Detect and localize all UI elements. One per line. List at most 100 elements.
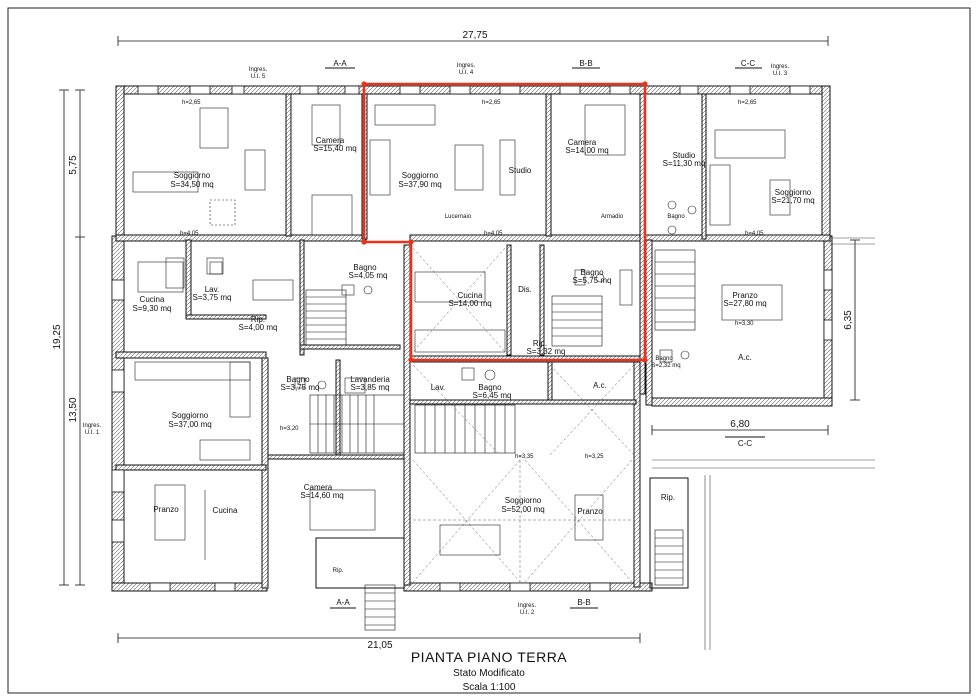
- svg-text:Ingres.: Ingres.: [518, 603, 537, 609]
- room-pranzo-3: Pranzo: [577, 507, 603, 516]
- room-camera-1: Camera: [316, 136, 345, 145]
- room-rip-1: Rip.: [251, 315, 265, 324]
- room-rip-2: Rip.: [533, 339, 547, 348]
- dim-left-lower: 13,50: [68, 397, 79, 422]
- svg-text:Ingres.: Ingres.: [457, 63, 476, 69]
- room-lavanderia: Lavanderia: [350, 375, 390, 384]
- svg-text:S=2,32 mq: S=2,32 mq: [651, 363, 680, 369]
- svg-text:S=9,30 mq: S=9,30 mq: [133, 304, 172, 313]
- room-bagno-small: Bagno: [667, 214, 685, 220]
- svg-text:S=4,05 mq: S=4,05 mq: [349, 271, 388, 280]
- svg-text:U.I. 3: U.I. 3: [773, 71, 788, 77]
- room-ac-1: A.c.: [738, 353, 752, 362]
- room-soggiorno-4: Soggiorno: [172, 411, 209, 420]
- room-bagno-4: Bagno: [286, 375, 310, 384]
- fixtures: [209, 200, 697, 394]
- room-lav-2: Lav.: [431, 383, 446, 392]
- sheet-border: [7, 7, 971, 694]
- height-labels: h=2,65 h=2,65 h=2,65 h=4,05 h=4,05 h=4,0…: [180, 100, 764, 460]
- svg-text:h=4,05: h=4,05: [484, 231, 503, 237]
- room-soggiorno-1: Soggiorno: [174, 171, 211, 180]
- svg-text:S=4,00 mq: S=4,00 mq: [239, 323, 278, 332]
- svg-text:S=5,75 mq: S=5,75 mq: [573, 276, 612, 285]
- svg-text:h=2,65: h=2,65: [738, 100, 757, 106]
- vault-lines: [412, 247, 635, 583]
- room-lav-1: Lav.: [205, 285, 220, 294]
- section-aa-bottom: A-A: [336, 598, 350, 607]
- room-pranzo-1: Pranzo: [732, 291, 758, 300]
- dim-bottom-width: 21,05: [367, 640, 392, 651]
- room-rip-3: Rip.: [661, 493, 675, 502]
- svg-text:S=11,30 mq: S=11,30 mq: [663, 159, 706, 168]
- svg-text:U.I. 4: U.I. 4: [459, 70, 474, 76]
- svg-text:h=3,30: h=3,30: [735, 321, 754, 327]
- svg-text:h=2,65: h=2,65: [482, 100, 501, 106]
- dimension-lines: [59, 36, 860, 643]
- svg-text:S=6,45 mq: S=6,45 mq: [473, 391, 512, 400]
- svg-text:S=3,85 mq: S=3,85 mq: [351, 383, 390, 392]
- room-bagno-3: Bagno: [655, 356, 673, 362]
- dim-left-height: 19,25: [52, 324, 63, 349]
- svg-text:Ingres.: Ingres.: [83, 423, 102, 429]
- room-bagno-5: Bagno: [478, 383, 502, 392]
- room-dis: Dis.: [518, 285, 532, 294]
- room-armadio: Armadio: [601, 214, 624, 220]
- room-lucernaio: Lucernaio: [445, 214, 472, 220]
- room-pranzo-2: Pranzo: [153, 505, 179, 514]
- svg-text:S=37,00 mq: S=37,00 mq: [168, 420, 211, 429]
- stairs: [305, 249, 696, 631]
- room-bagno-1: Bagno: [353, 263, 377, 272]
- section-cc-top: C-C: [741, 59, 755, 68]
- svg-text:S=21,70 mq: S=21,70 mq: [771, 196, 814, 205]
- svg-text:h=3,35: h=3,35: [515, 454, 534, 460]
- svg-text:U.I. 5: U.I. 5: [251, 74, 266, 80]
- svg-text:Ingres.: Ingres.: [249, 67, 268, 73]
- room-cucina-2: Cucina: [458, 291, 483, 300]
- site-lines: [652, 237, 875, 650]
- svg-text:U.I. 1: U.I. 1: [85, 430, 100, 436]
- entrance-labels: Ingres. U.I. 5 Ingres. U.I. 4 Ingres. U.…: [83, 63, 790, 616]
- svg-text:U.I. 2: U.I. 2: [520, 610, 535, 616]
- svg-text:S=37,90 mq: S=37,90 mq: [398, 180, 441, 189]
- dim-right-height: 6,35: [843, 310, 854, 330]
- dim-cc-width: 6,80: [730, 419, 750, 430]
- svg-text:h=4,05: h=4,05: [180, 231, 199, 237]
- svg-text:h=4,05: h=4,05: [745, 231, 764, 237]
- room-soggiorno-2: Soggiorno: [402, 171, 439, 180]
- svg-text:S=3,32 mq: S=3,32 mq: [527, 347, 566, 356]
- room-labels: Soggiorno S=34,50 mq Camera S=15,40 mq S…: [133, 136, 815, 574]
- drawing-scale: Scala 1:100: [462, 682, 516, 693]
- svg-text:S=15,40 mq: S=15,40 mq: [313, 144, 356, 153]
- svg-text:S=27,80 mq: S=27,80 mq: [723, 299, 766, 308]
- section-markers: [325, 67, 765, 609]
- section-cc-right: C-C: [738, 439, 752, 448]
- svg-text:Ingres.: Ingres.: [771, 64, 790, 70]
- room-bagno-2: Bagno: [580, 268, 604, 277]
- windows: [111, 85, 833, 592]
- room-soggiorno-3: Soggiorno: [775, 188, 812, 197]
- svg-text:S=14,60 mq: S=14,60 mq: [300, 491, 343, 500]
- drawing-subtitle: Stato Modificato: [453, 668, 525, 679]
- svg-text:S=14,00 mq: S=14,00 mq: [448, 299, 491, 308]
- room-soggiorno-5: Soggiorno: [505, 496, 542, 505]
- room-camera-2: Camera: [568, 138, 597, 147]
- room-camera-3: Camera: [304, 483, 333, 492]
- svg-text:S=34,50 mq: S=34,50 mq: [170, 180, 213, 189]
- furniture: [132, 104, 791, 560]
- room-studio-2: Studio: [673, 151, 696, 160]
- svg-text:h=2,65: h=2,65: [182, 100, 201, 106]
- dim-left-upper: 5,75: [68, 155, 79, 175]
- svg-text:S=3,75 mq: S=3,75 mq: [281, 383, 320, 392]
- section-aa-top: A-A: [333, 59, 347, 68]
- svg-text:S=3,75 mq: S=3,75 mq: [193, 293, 232, 302]
- walls: [111, 85, 833, 592]
- room-rip-4: Rip.: [333, 568, 344, 574]
- room-cucina-3: Cucina: [213, 506, 238, 515]
- svg-text:h=3,25: h=3,25: [585, 454, 604, 460]
- section-bb-top: B-B: [579, 59, 592, 68]
- svg-text:h=3,20: h=3,20: [280, 426, 299, 432]
- svg-text:S=14,00 mq: S=14,00 mq: [565, 146, 608, 155]
- svg-text:S=52,00 mq: S=52,00 mq: [501, 505, 544, 514]
- room-ac-2: A.c.: [593, 381, 607, 390]
